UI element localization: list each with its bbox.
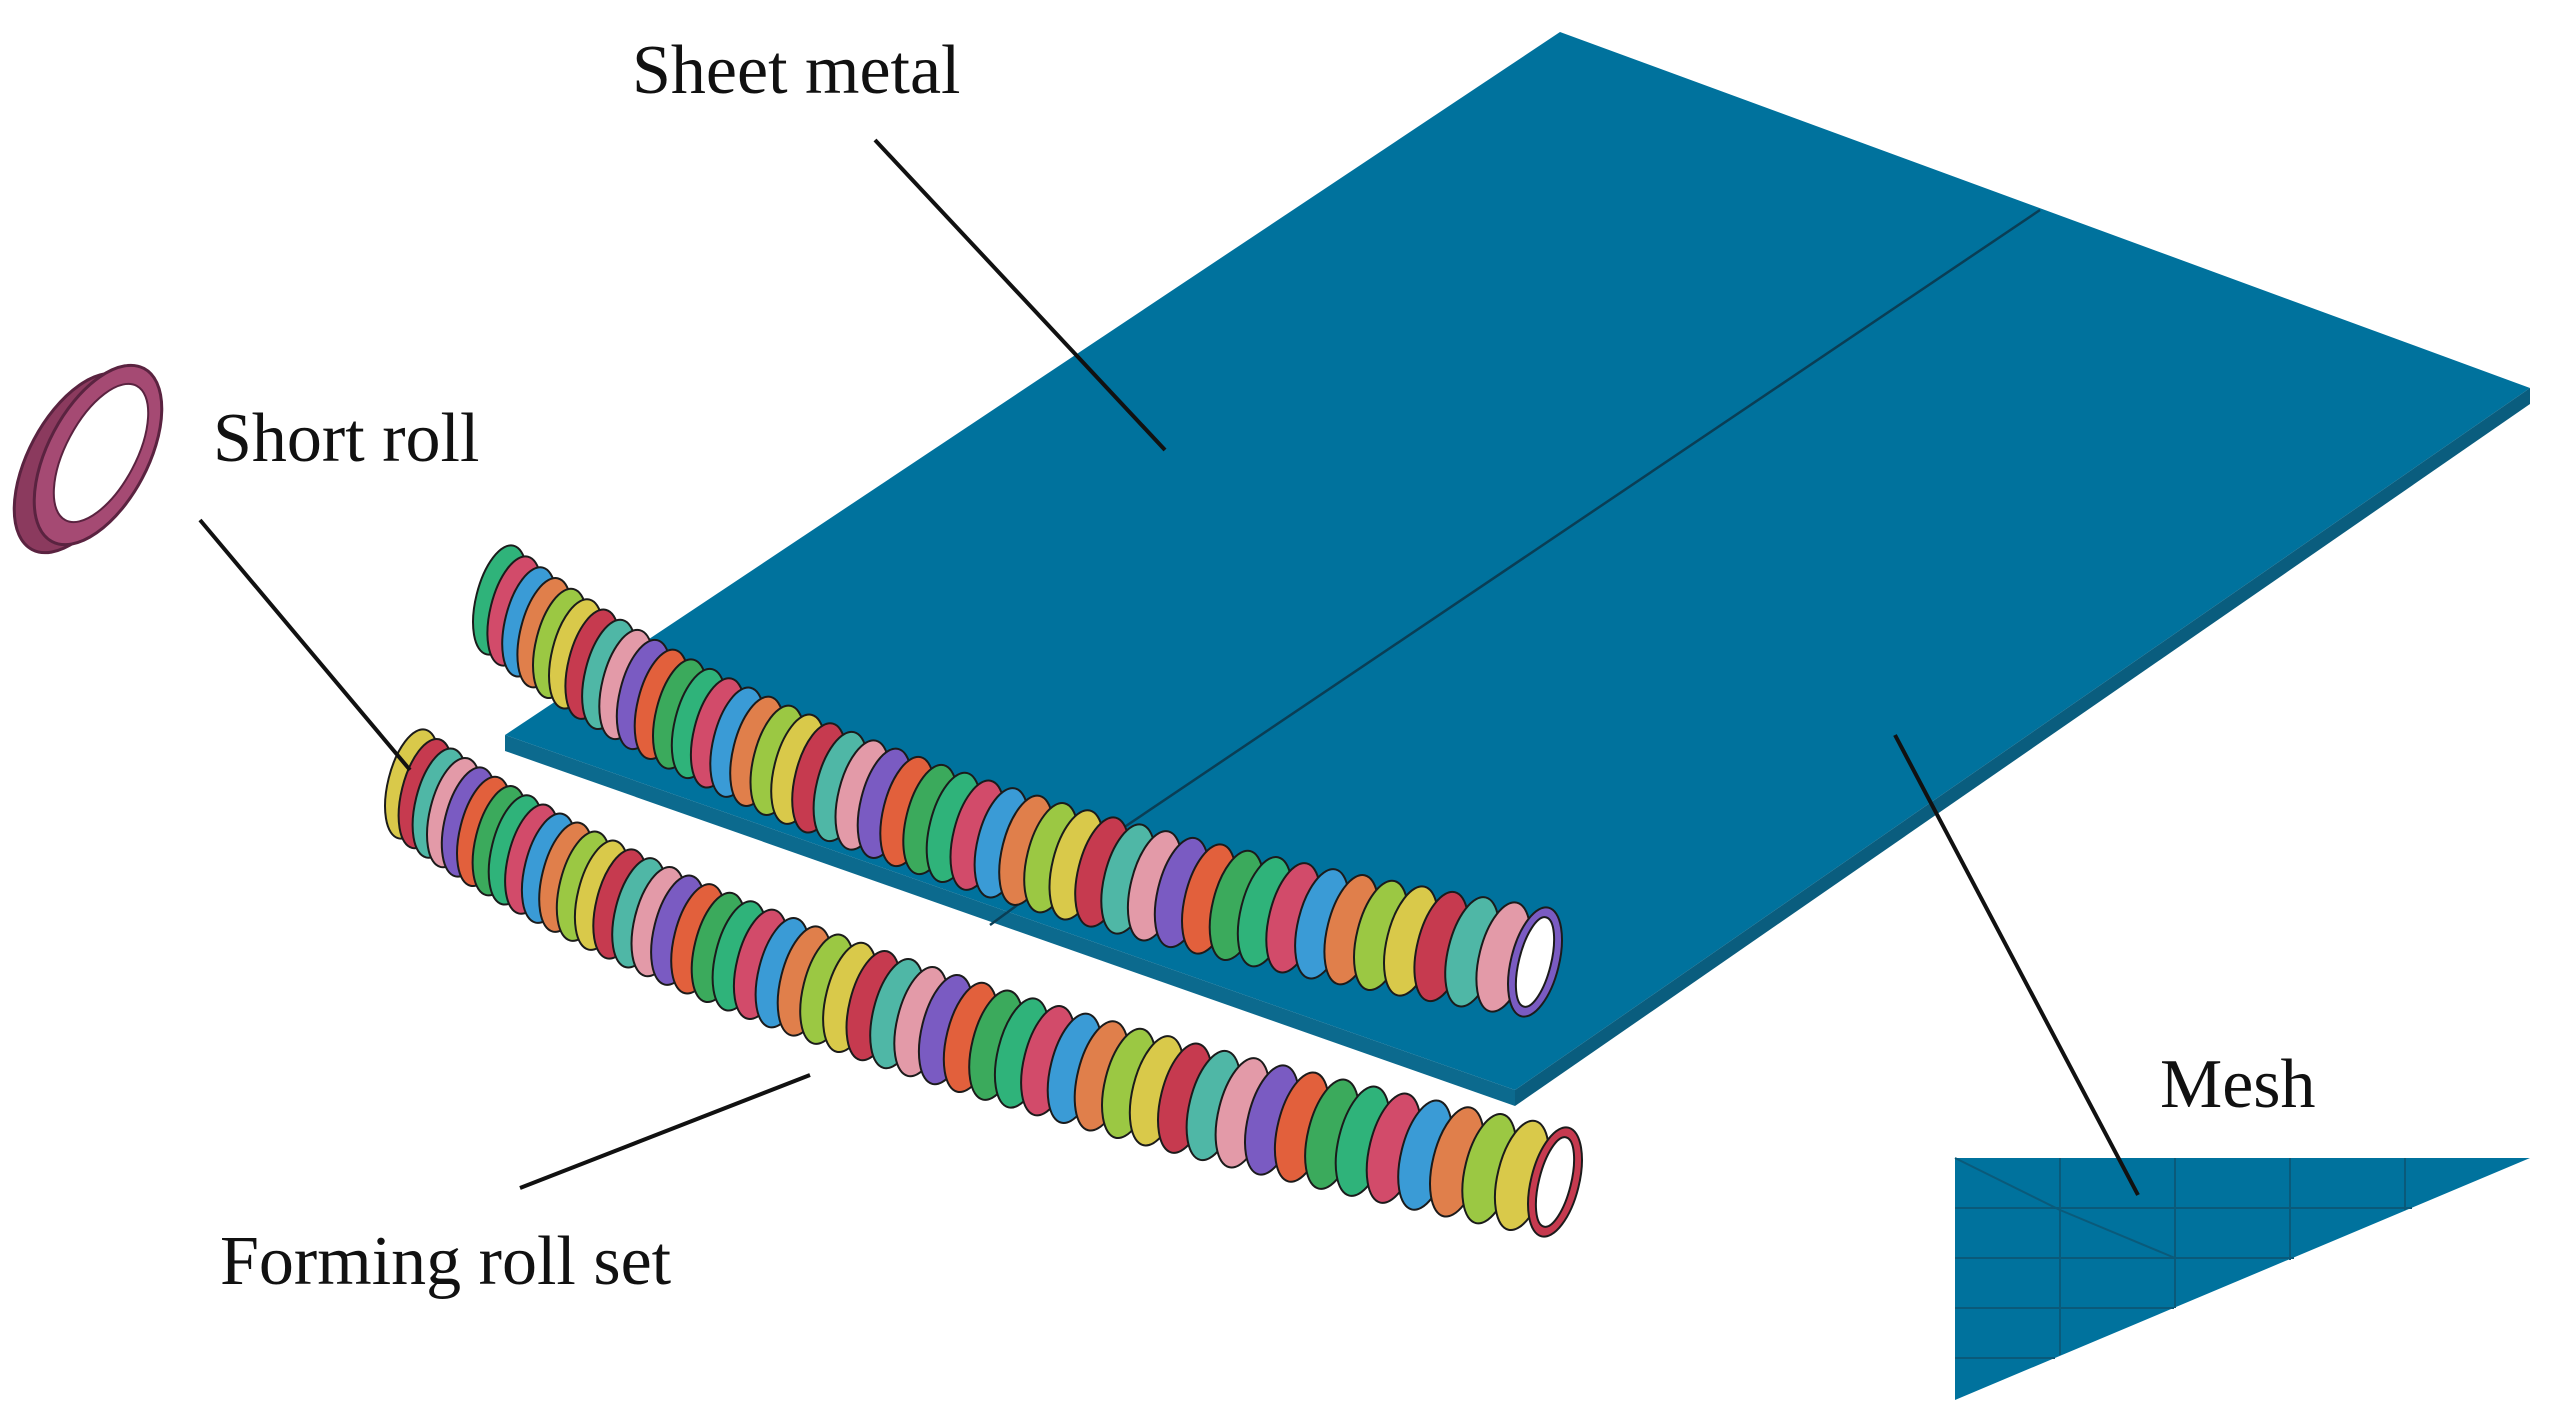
label-mesh: Mesh — [2160, 1046, 2316, 1123]
forming-roll-set — [384, 728, 1583, 1238]
leader-forming-roll-set — [519, 1073, 811, 1190]
label-sheet-metal: Sheet metal — [632, 32, 961, 109]
sheet-metal-front-edge — [505, 735, 1515, 1106]
upper-roll-end-opening — [1514, 916, 1556, 1008]
leader-lines — [198, 138, 2140, 1196]
short-roll-ring — [12, 363, 164, 555]
mesh-triangle — [1955, 1158, 2530, 1400]
leader-sheet-metal — [873, 138, 1167, 452]
label-forming-roll-set: Forming roll set — [220, 1223, 672, 1300]
mesh-grid — [1954, 1157, 2412, 1359]
forming-roll-end-opening — [1534, 1136, 1576, 1228]
mesh-inset — [1954, 1157, 2530, 1400]
sheet-metal-side-edge — [1515, 388, 2530, 1106]
leader-mesh — [1893, 734, 2140, 1196]
upper-roll-set — [472, 544, 1563, 1018]
leader-short-roll — [198, 518, 412, 772]
label-short-roll: Short roll — [213, 400, 480, 477]
